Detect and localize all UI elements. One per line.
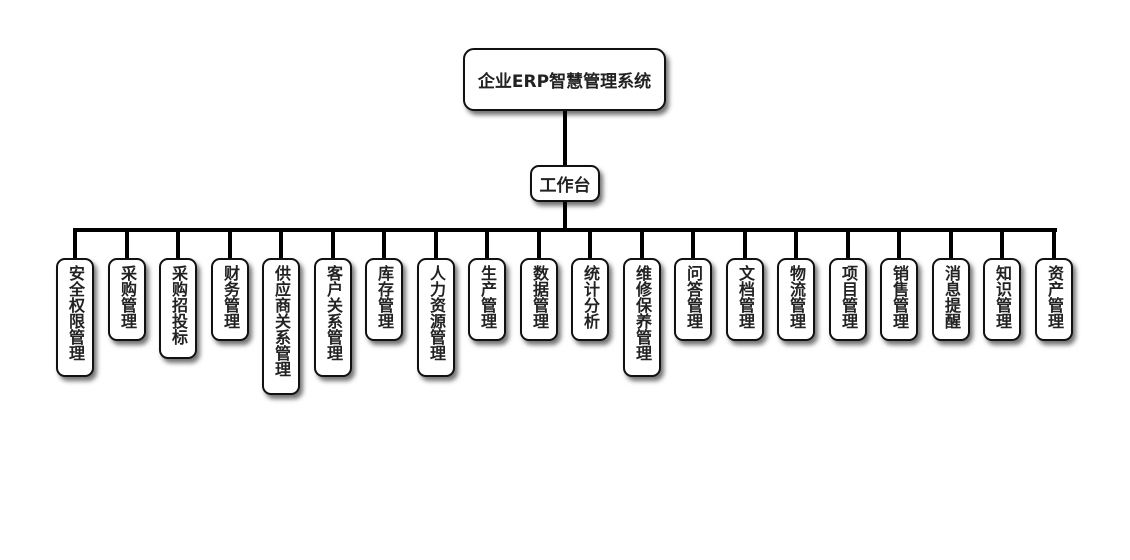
module-node[interactable]: 采购招投标 bbox=[159, 258, 197, 359]
connector-module-10 bbox=[588, 230, 592, 259]
connector-module-3 bbox=[228, 230, 232, 259]
connector-module-13 bbox=[743, 230, 747, 259]
module-node[interactable]: 供应商关系管理 bbox=[262, 258, 300, 395]
connector-module-14 bbox=[794, 230, 798, 259]
module-node-label: 库存管理 bbox=[375, 265, 394, 329]
module-node-label: 采购招投标 bbox=[169, 265, 188, 345]
module-node-label: 销售管理 bbox=[890, 265, 909, 329]
module-node-label: 维修保养管理 bbox=[633, 265, 652, 361]
connector-module-9 bbox=[537, 230, 541, 259]
module-node-label: 人力资源管理 bbox=[427, 265, 446, 361]
module-node-label: 采购管理 bbox=[118, 265, 137, 329]
connector-module-17 bbox=[949, 230, 953, 259]
module-node[interactable]: 统计分析 bbox=[571, 258, 609, 341]
connector-module-19 bbox=[1052, 230, 1056, 259]
module-node[interactable]: 安全权限管理 bbox=[56, 258, 94, 377]
connector-root-hub bbox=[563, 111, 567, 165]
module-node[interactable]: 生产管理 bbox=[468, 258, 506, 341]
root-node[interactable]: 企业ERP智慧管理系统 bbox=[463, 48, 666, 111]
module-node[interactable]: 知识管理 bbox=[983, 258, 1021, 341]
module-node-label: 数据管理 bbox=[530, 265, 549, 329]
connector-module-0 bbox=[73, 230, 77, 259]
module-node[interactable]: 财务管理 bbox=[211, 258, 249, 341]
module-node[interactable]: 资产管理 bbox=[1035, 258, 1073, 341]
root-node-label: 企业ERP智慧管理系统 bbox=[477, 72, 652, 92]
connector-module-1 bbox=[125, 230, 129, 259]
module-node-label: 财务管理 bbox=[221, 265, 240, 329]
module-node[interactable]: 维修保养管理 bbox=[623, 258, 661, 377]
connector-module-4 bbox=[279, 230, 283, 259]
module-node-label: 生产管理 bbox=[478, 265, 497, 329]
module-node-label: 供应商关系管理 bbox=[272, 265, 291, 377]
module-node[interactable]: 库存管理 bbox=[365, 258, 403, 341]
module-node[interactable]: 销售管理 bbox=[880, 258, 918, 341]
module-node-label: 客户关系管理 bbox=[324, 265, 343, 361]
module-node[interactable]: 项目管理 bbox=[829, 258, 867, 341]
module-node[interactable]: 问答管理 bbox=[674, 258, 712, 341]
connector-module-2 bbox=[176, 230, 180, 259]
connector-module-15 bbox=[846, 230, 850, 259]
module-node-label: 知识管理 bbox=[993, 265, 1012, 329]
connector-horizontal-bar bbox=[73, 228, 1057, 232]
module-node-label: 消息提醒 bbox=[942, 265, 961, 329]
connector-module-8 bbox=[485, 230, 489, 259]
workbench-node-label: 工作台 bbox=[539, 176, 591, 196]
module-node-label: 问答管理 bbox=[684, 265, 703, 329]
module-node[interactable]: 人力资源管理 bbox=[417, 258, 455, 377]
module-node-label: 统计分析 bbox=[581, 265, 600, 329]
module-node[interactable]: 物流管理 bbox=[777, 258, 815, 341]
module-node[interactable]: 文档管理 bbox=[726, 258, 764, 341]
workbench-node[interactable]: 工作台 bbox=[530, 165, 600, 202]
connector-module-6 bbox=[382, 230, 386, 259]
module-node-label: 物流管理 bbox=[787, 265, 806, 329]
module-node-label: 项目管理 bbox=[839, 265, 858, 329]
connector-module-5 bbox=[331, 230, 335, 259]
module-node-label: 文档管理 bbox=[736, 265, 755, 329]
module-node[interactable]: 客户关系管理 bbox=[314, 258, 352, 377]
module-node-label: 资产管理 bbox=[1045, 265, 1064, 329]
connector-module-12 bbox=[691, 230, 695, 259]
module-node[interactable]: 数据管理 bbox=[520, 258, 558, 341]
connector-hub-bar bbox=[563, 202, 567, 231]
module-node[interactable]: 消息提醒 bbox=[932, 258, 970, 341]
module-node[interactable]: 采购管理 bbox=[108, 258, 146, 341]
connector-module-11 bbox=[640, 230, 644, 259]
connector-module-16 bbox=[897, 230, 901, 259]
connector-module-7 bbox=[434, 230, 438, 259]
module-node-label: 安全权限管理 bbox=[66, 265, 85, 361]
connector-module-18 bbox=[1000, 230, 1004, 259]
